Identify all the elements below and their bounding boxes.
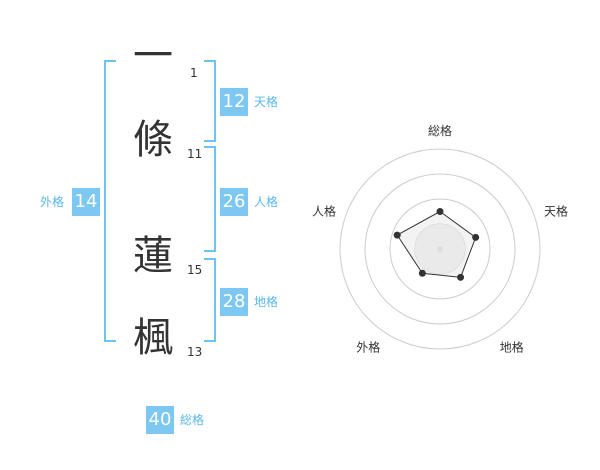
radar-axis-label-3: 地格 [500,340,524,355]
radar-point-3 [457,273,465,281]
radar-grid-ring [364,173,516,325]
name-char-3: 蓮 [133,233,173,279]
radar-point-4 [418,269,426,277]
radar-grid-ring [339,148,541,350]
radar-axis-label-1: 総格 [428,123,452,138]
stroke-count-4: 13 [187,345,203,359]
tenkaku-value: 12 [220,88,248,116]
name-char-4: 楓 [133,315,173,361]
radar-point-2 [472,233,480,241]
soukaku-value: 40 [146,406,174,434]
radar-grid-ring [389,198,491,300]
radar-axis-label-4: 外格 [356,340,380,355]
chikaku-label: 地格 [254,295,279,309]
tenkaku-label: 天格 [254,95,279,109]
jinkaku-label: 人格 [254,195,279,209]
radar-point-1 [436,208,444,215]
radar-axis-label-2: 天格 [544,203,568,218]
gaikaku-label: 外格 [40,195,65,209]
stroke-count-1: 1 [190,66,198,80]
chikaku-value: 28 [220,288,248,316]
tenkaku-bracket [204,60,216,142]
jinkaku-value: 26 [220,188,248,216]
name-char-2: 條 [133,117,173,163]
radar-point-5 [393,231,401,239]
stroke-count-2: 11 [187,147,203,161]
gaikaku-value: 14 [72,188,100,216]
chikaku-bracket [204,258,216,342]
name-char-1: 一 [133,33,173,79]
radar-axis-label-5: 人格 [312,203,336,218]
soukaku-label: 総格 [180,413,205,427]
stroke-count-3: 15 [187,263,203,277]
gaikaku-bracket [104,60,116,342]
radar-center-dot [437,246,443,252]
jinkaku-bracket [204,146,216,252]
radar-series-polygon [396,210,477,278]
